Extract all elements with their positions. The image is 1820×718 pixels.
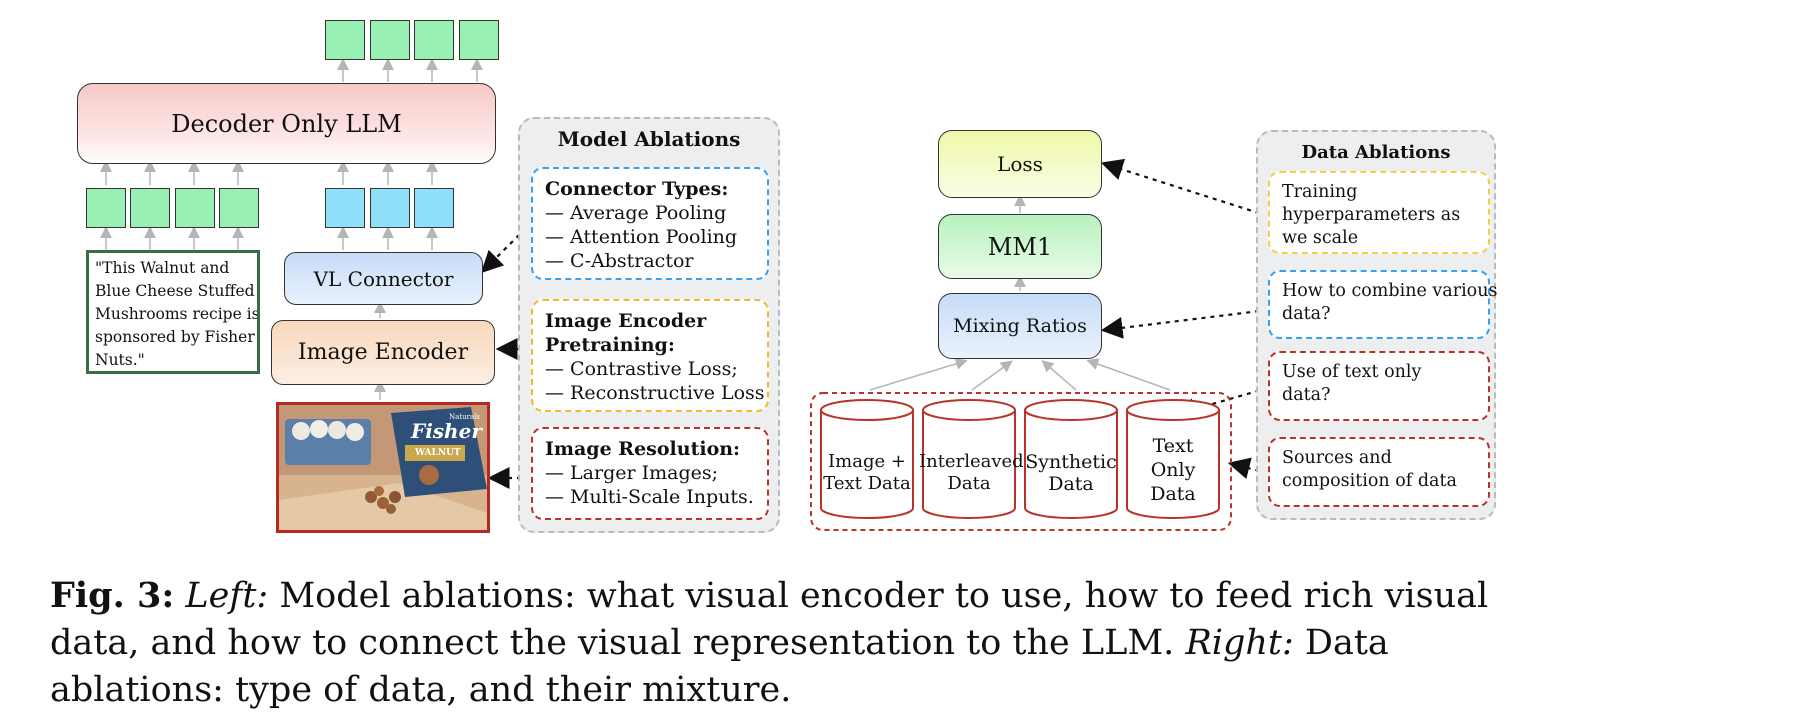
connector-type-item: — Attention Pooling — [545, 226, 738, 248]
text-sample-line: Nuts." — [95, 351, 145, 369]
vl-connector-label: VL Connector — [313, 266, 454, 291]
data-ablation-line: composition of data — [1282, 471, 1457, 491]
decoder-llm-box: Decoder Only LLM — [77, 83, 496, 164]
encoder-pretraining-heading: Image Encoder — [545, 310, 707, 332]
data-ablation-line: Sources and — [1282, 448, 1392, 468]
data-ablation-line: data? — [1282, 304, 1331, 324]
data-ablation-line: Training — [1282, 182, 1358, 202]
image-token — [414, 188, 454, 228]
right-flow-arrows — [869, 194, 1171, 391]
encoder-pretraining-item: — Reconstructive Loss — [545, 382, 765, 404]
image-token — [370, 188, 410, 228]
caption-right-text: Data ablations: type of data, and their … — [50, 623, 1389, 710]
data-ablation-item-sources: Sources and composition of data — [1268, 437, 1490, 507]
cylinder-label-line: Text — [1152, 435, 1194, 457]
photo-illustration — [279, 405, 487, 530]
data-ablations-title: Data Ablations — [1301, 142, 1451, 163]
encoder-pretraining-box: Image Encoder Pretraining: — Contrastive… — [531, 299, 769, 412]
connector-types-heading: Connector Types: — [545, 178, 729, 200]
image-resolution-box: Image Resolution: — Larger Images; — Mul… — [531, 427, 769, 520]
cylinder-label-line: Interleaved — [919, 451, 1024, 472]
mixing-ratios-label: Mixing Ratios — [953, 315, 1087, 337]
cylinder-label-text-only: Text Only Data — [1127, 434, 1219, 506]
figure-caption: Fig. 3: Left: Model ablations: what visu… — [50, 572, 1550, 714]
caption-left-word: Left: — [185, 576, 269, 616]
connector-type-item: — C-Abstractor — [545, 250, 694, 272]
output-token — [414, 20, 454, 60]
loss-box: Loss — [938, 130, 1102, 198]
cylinders — [820, 399, 1220, 519]
data-ablation-line: we scale — [1282, 228, 1359, 248]
vl-connector-box: VL Connector — [284, 252, 483, 305]
data-ablation-line: How to combine various — [1282, 281, 1498, 301]
photo-sub-text: Naturals — [449, 413, 480, 421]
text-token — [219, 188, 259, 228]
data-ablation-line: hyperparameters as — [1282, 205, 1461, 225]
cylinder-label-image-text: Image + Text Data — [821, 451, 913, 495]
photo-brand-text: Fisher — [411, 419, 482, 443]
encoder-pretraining-heading: Pretraining: — [545, 334, 675, 356]
data-ablation-item-combine: How to combine various data? — [1268, 270, 1498, 339]
mm1-label: MM1 — [987, 232, 1053, 261]
cylinder-label-line: Only — [1150, 459, 1196, 481]
text-sample-line: "This Walnut and — [95, 259, 230, 277]
cylinder-label-line: Data — [947, 473, 991, 494]
data-ablation-line: data? — [1282, 385, 1331, 405]
sample-photo: Fisher Naturals WALNUT — [276, 402, 490, 533]
caption-right-word: Right: — [1185, 623, 1294, 663]
cylinder-synthetic — [1024, 399, 1118, 519]
decoder-output-arrows — [337, 58, 483, 82]
cylinder-label-line: Synthetic — [1025, 451, 1117, 473]
image-encoder-label: Image Encoder — [297, 340, 469, 365]
cylinder-label-line: Image + — [828, 451, 906, 472]
image-token — [325, 188, 365, 228]
text-sample-line: Blue Cheese Stuffed — [95, 282, 255, 300]
cylinder-label-line: Data — [1048, 473, 1094, 495]
data-ablation-line: Use of text only — [1282, 362, 1422, 382]
cylinder-label-line: Text Data — [823, 473, 911, 494]
data-ablation-item-text-only: Use of text only data? — [1268, 351, 1490, 421]
image-resolution-heading: Image Resolution: — [545, 438, 741, 460]
caption-fig-label: Fig. 3: — [50, 575, 175, 616]
text-token-arrows — [100, 160, 244, 250]
image-resolution-item: — Larger Images; — [545, 462, 719, 484]
output-token — [370, 20, 410, 60]
caption-left-text: Model ablations: what visual encoder to … — [50, 576, 1489, 663]
output-token — [325, 20, 365, 60]
cylinder-text-only — [1126, 399, 1220, 519]
connector-type-item: — Average Pooling — [545, 202, 727, 224]
encoder-pretraining-item: — Contrastive Loss; — [545, 358, 738, 380]
data-ablation-item-hyperparams: Training hyperparameters as we scale — [1268, 171, 1490, 254]
cylinder-label-interleaved: Interleaved Data — [919, 451, 1024, 495]
output-token — [459, 20, 499, 60]
text-token — [130, 188, 170, 228]
decoder-llm-label: Decoder Only LLM — [171, 109, 402, 138]
photo-label-text: WALNUT — [415, 448, 461, 458]
cylinder-label-synthetic: Synthetic Data — [1025, 451, 1117, 495]
loss-label: Loss — [997, 152, 1043, 176]
image-encoder-box: Image Encoder — [271, 320, 495, 385]
image-token-arrows — [337, 160, 438, 400]
text-token — [86, 188, 126, 228]
mixing-ratios-box: Mixing Ratios — [938, 293, 1102, 359]
connector-types-box: Connector Types: — Average Pooling — Att… — [531, 167, 769, 280]
mm1-box: MM1 — [938, 214, 1102, 279]
data-sources-outline — [810, 392, 1232, 531]
text-sample-box: "This Walnut and Blue Cheese Stuffed Mus… — [86, 250, 260, 374]
text-token — [175, 188, 215, 228]
cylinder-label-line: Data — [1150, 483, 1196, 505]
image-resolution-item: — Multi-Scale Inputs. — [545, 486, 754, 508]
text-sample-line: sponsored by Fisher — [95, 328, 255, 346]
text-sample-line: Mushrooms recipe is — [95, 305, 260, 323]
cylinder-image-text — [820, 399, 914, 519]
model-ablations-title: Model Ablations — [557, 127, 741, 151]
cylinder-interleaved — [922, 399, 1016, 519]
